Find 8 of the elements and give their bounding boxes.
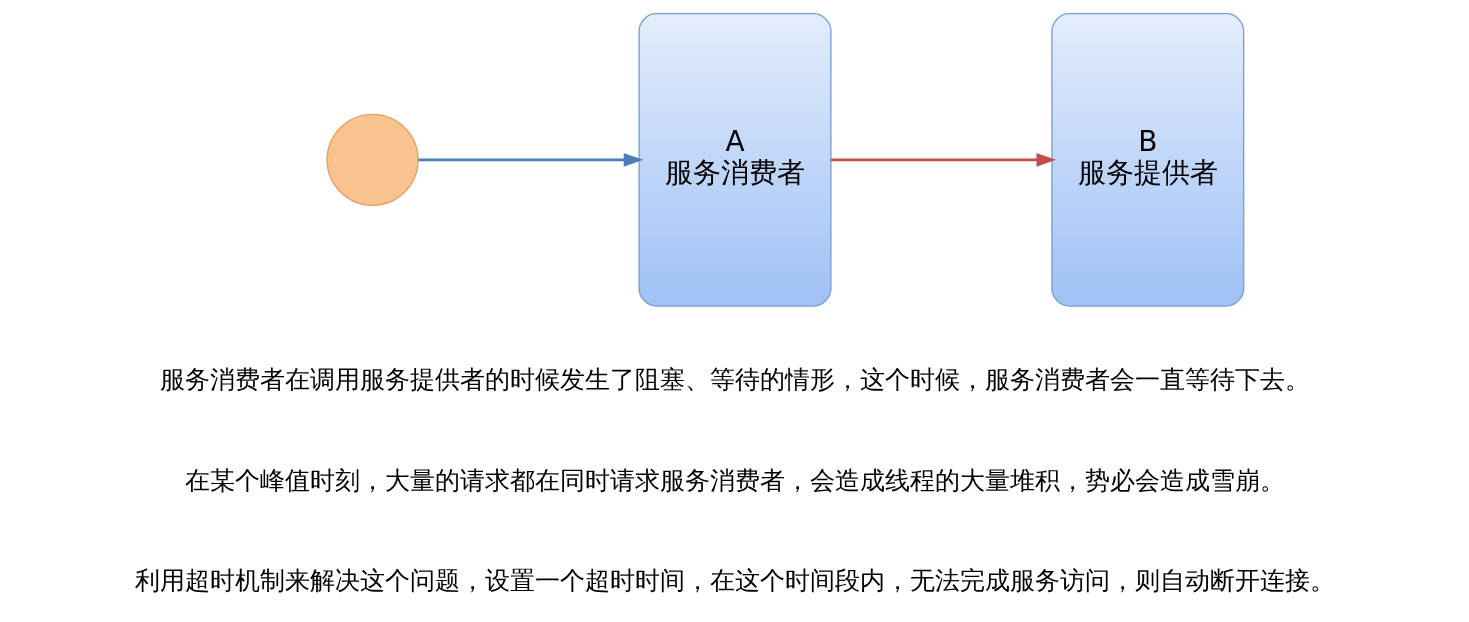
arrow	[830, 153, 1056, 167]
arrow	[417, 153, 643, 167]
label: 服务消费者在调用服务提供者的时候发生了阻塞、等待的情形，这个时候，服务消费者会一直等待下去。	[159, 364, 1310, 394]
label: 利用超时机制来解决这个问题，设置一个超时时间，在这个时间段内，无法完成服务访问，则自动断开连接。	[134, 566, 1335, 596]
node-circle	[325, 113, 419, 207]
node-box: B 服务提供者	[1050, 12, 1244, 307]
label: 在某个峰值时刻，大量的请求都在同时请求服务消费者，会造成线程的大量堆积，势必会造成雪崩。	[184, 465, 1285, 495]
node-box: A 服务消费者	[637, 12, 832, 307]
